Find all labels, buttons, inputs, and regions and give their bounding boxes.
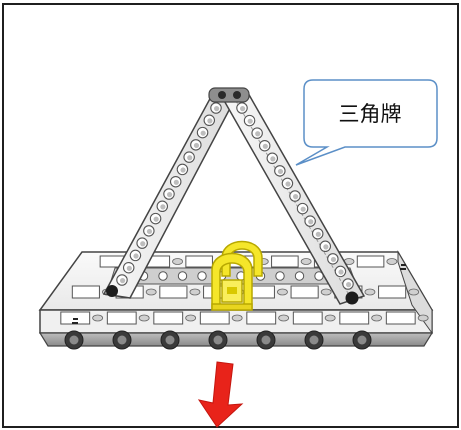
beam-hole-inner	[187, 155, 193, 161]
plate-dimple	[386, 258, 398, 265]
beam-hole-inner	[293, 194, 299, 200]
beam-hole-inner	[262, 143, 268, 149]
plate-slot	[271, 255, 299, 268]
plate-dimple	[172, 258, 183, 265]
beam-hole-inner	[270, 156, 276, 162]
arrow-down-icon	[197, 361, 244, 428]
beam-hole-inner	[160, 204, 166, 210]
beam-hole-inner	[167, 192, 173, 198]
plate-slot	[71, 285, 100, 299]
plate-dimple	[364, 288, 376, 296]
plate-dimple	[320, 288, 332, 296]
plate-dimple	[92, 314, 104, 322]
rail-hole	[275, 271, 285, 281]
plate-slot	[356, 255, 385, 268]
plate-dimple	[277, 288, 288, 296]
beam-hole-inner	[247, 118, 253, 124]
rail-hole	[294, 271, 305, 281]
callout-bubble: 三角牌	[295, 79, 438, 166]
plate-slot	[199, 311, 230, 325]
plate-dimple	[189, 288, 201, 296]
beam-hole-inner	[207, 118, 213, 124]
beam-hole-inner	[330, 256, 337, 263]
plate-slot	[339, 311, 370, 325]
beam-hole-inner	[140, 241, 146, 247]
beam-hole-inner	[180, 167, 186, 173]
left-beam-pin	[106, 285, 118, 297]
plate-slot	[159, 285, 188, 299]
plate-dimple	[371, 314, 383, 322]
plate-dimple	[138, 314, 150, 322]
rail-hole	[158, 271, 168, 281]
beam-hole-inner	[193, 142, 200, 149]
diagram-frame	[2, 3, 459, 428]
peg-center	[117, 335, 127, 345]
beam-hole-inner	[153, 216, 159, 222]
beam-hole-inner	[346, 282, 352, 288]
beam-hole-inner	[285, 181, 291, 187]
apex-joint	[208, 87, 250, 103]
peg-center	[309, 335, 319, 345]
beam-hole-inner	[338, 269, 344, 275]
beam-hole-inner	[173, 179, 179, 185]
plate-dimple	[408, 288, 420, 296]
plate-dimple	[324, 314, 336, 322]
plate-slot	[292, 311, 323, 325]
beam-hole-inner	[240, 106, 246, 112]
beam-hole-inner	[146, 228, 153, 235]
plate-slot	[378, 285, 407, 299]
beam-hole-inner	[133, 253, 139, 259]
plate-dimple	[231, 314, 243, 322]
plate-slot	[246, 311, 277, 325]
beam-hole-inner	[277, 168, 284, 175]
right-beam-holes	[236, 102, 354, 290]
beam-hole-inner	[214, 106, 220, 112]
peg-center	[69, 335, 79, 345]
plate-dimple	[300, 258, 312, 265]
plate-slot	[106, 311, 137, 325]
beam-hole-inner	[300, 206, 306, 212]
plate-dimple	[145, 288, 157, 296]
peg-center	[213, 335, 223, 345]
beam-hole-inner	[315, 231, 321, 237]
peg-center	[357, 335, 367, 345]
beam-hole-inner	[200, 130, 206, 136]
beam-hole-inner	[308, 219, 314, 225]
plate-slot	[153, 311, 184, 325]
plate-dimple	[278, 314, 290, 322]
peg-center	[165, 335, 175, 345]
yellow-connector	[211, 240, 263, 311]
right-beam-pin	[345, 291, 359, 305]
rail-hole	[197, 271, 207, 281]
plate-dimple	[417, 314, 429, 322]
rail-hole	[177, 271, 188, 281]
plate-dimple	[185, 314, 197, 322]
plate-slot	[185, 255, 213, 268]
side-markings	[72, 264, 406, 324]
callout-label: 三角牌	[339, 102, 402, 126]
left-beam-holes	[116, 102, 222, 286]
beam-hole-inner	[120, 278, 126, 284]
plate-slot	[290, 285, 319, 299]
plate-pegs	[64, 330, 372, 350]
peg-center	[261, 335, 271, 345]
beam-hole-inner	[323, 244, 329, 250]
beam-hole-inner	[126, 265, 132, 271]
plate-slot	[385, 311, 416, 325]
left-beam	[102, 94, 238, 299]
beam-hole-inner	[255, 131, 261, 137]
